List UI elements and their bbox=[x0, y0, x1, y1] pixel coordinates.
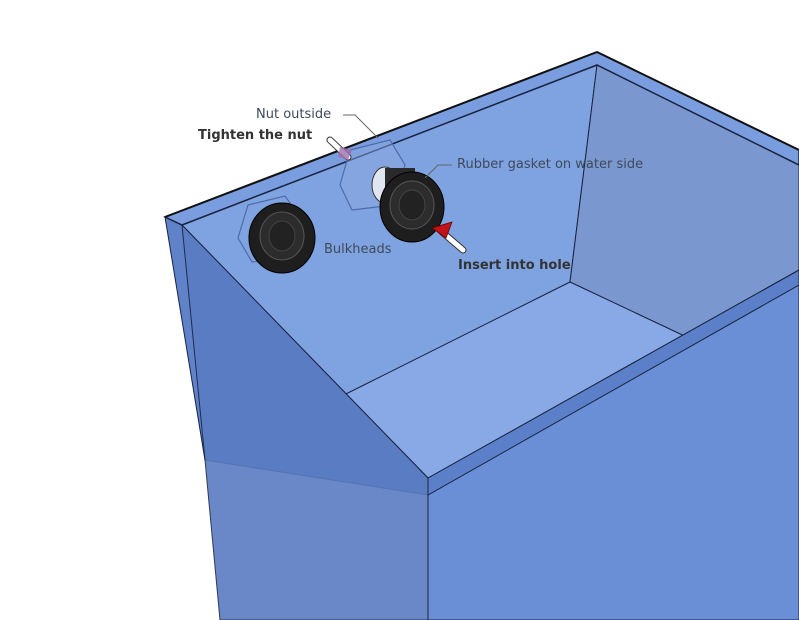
bulkhead-left bbox=[237, 195, 316, 274]
label-bulkheads: Bulkheads bbox=[324, 242, 392, 257]
rim-edge-left bbox=[164, 51, 598, 218]
leader-nut-outside bbox=[343, 114, 379, 139]
label-insert-into-hole: Insert into hole bbox=[458, 258, 571, 273]
label-rubber-gasket: Rubber gasket on water side bbox=[457, 157, 644, 172]
left-wall-face bbox=[181, 223, 429, 620]
front-wall-rim bbox=[427, 269, 799, 496]
bulkhead-right bbox=[339, 139, 445, 243]
leader-gasket bbox=[424, 164, 452, 179]
label-nut-outside: Nut outside bbox=[256, 107, 332, 122]
label-tighten-nut: Tighten the nut bbox=[198, 128, 313, 143]
tighten-arrow bbox=[326, 136, 352, 161]
rim-edge-right bbox=[596, 51, 799, 151]
insert-arrow bbox=[431, 221, 467, 254]
